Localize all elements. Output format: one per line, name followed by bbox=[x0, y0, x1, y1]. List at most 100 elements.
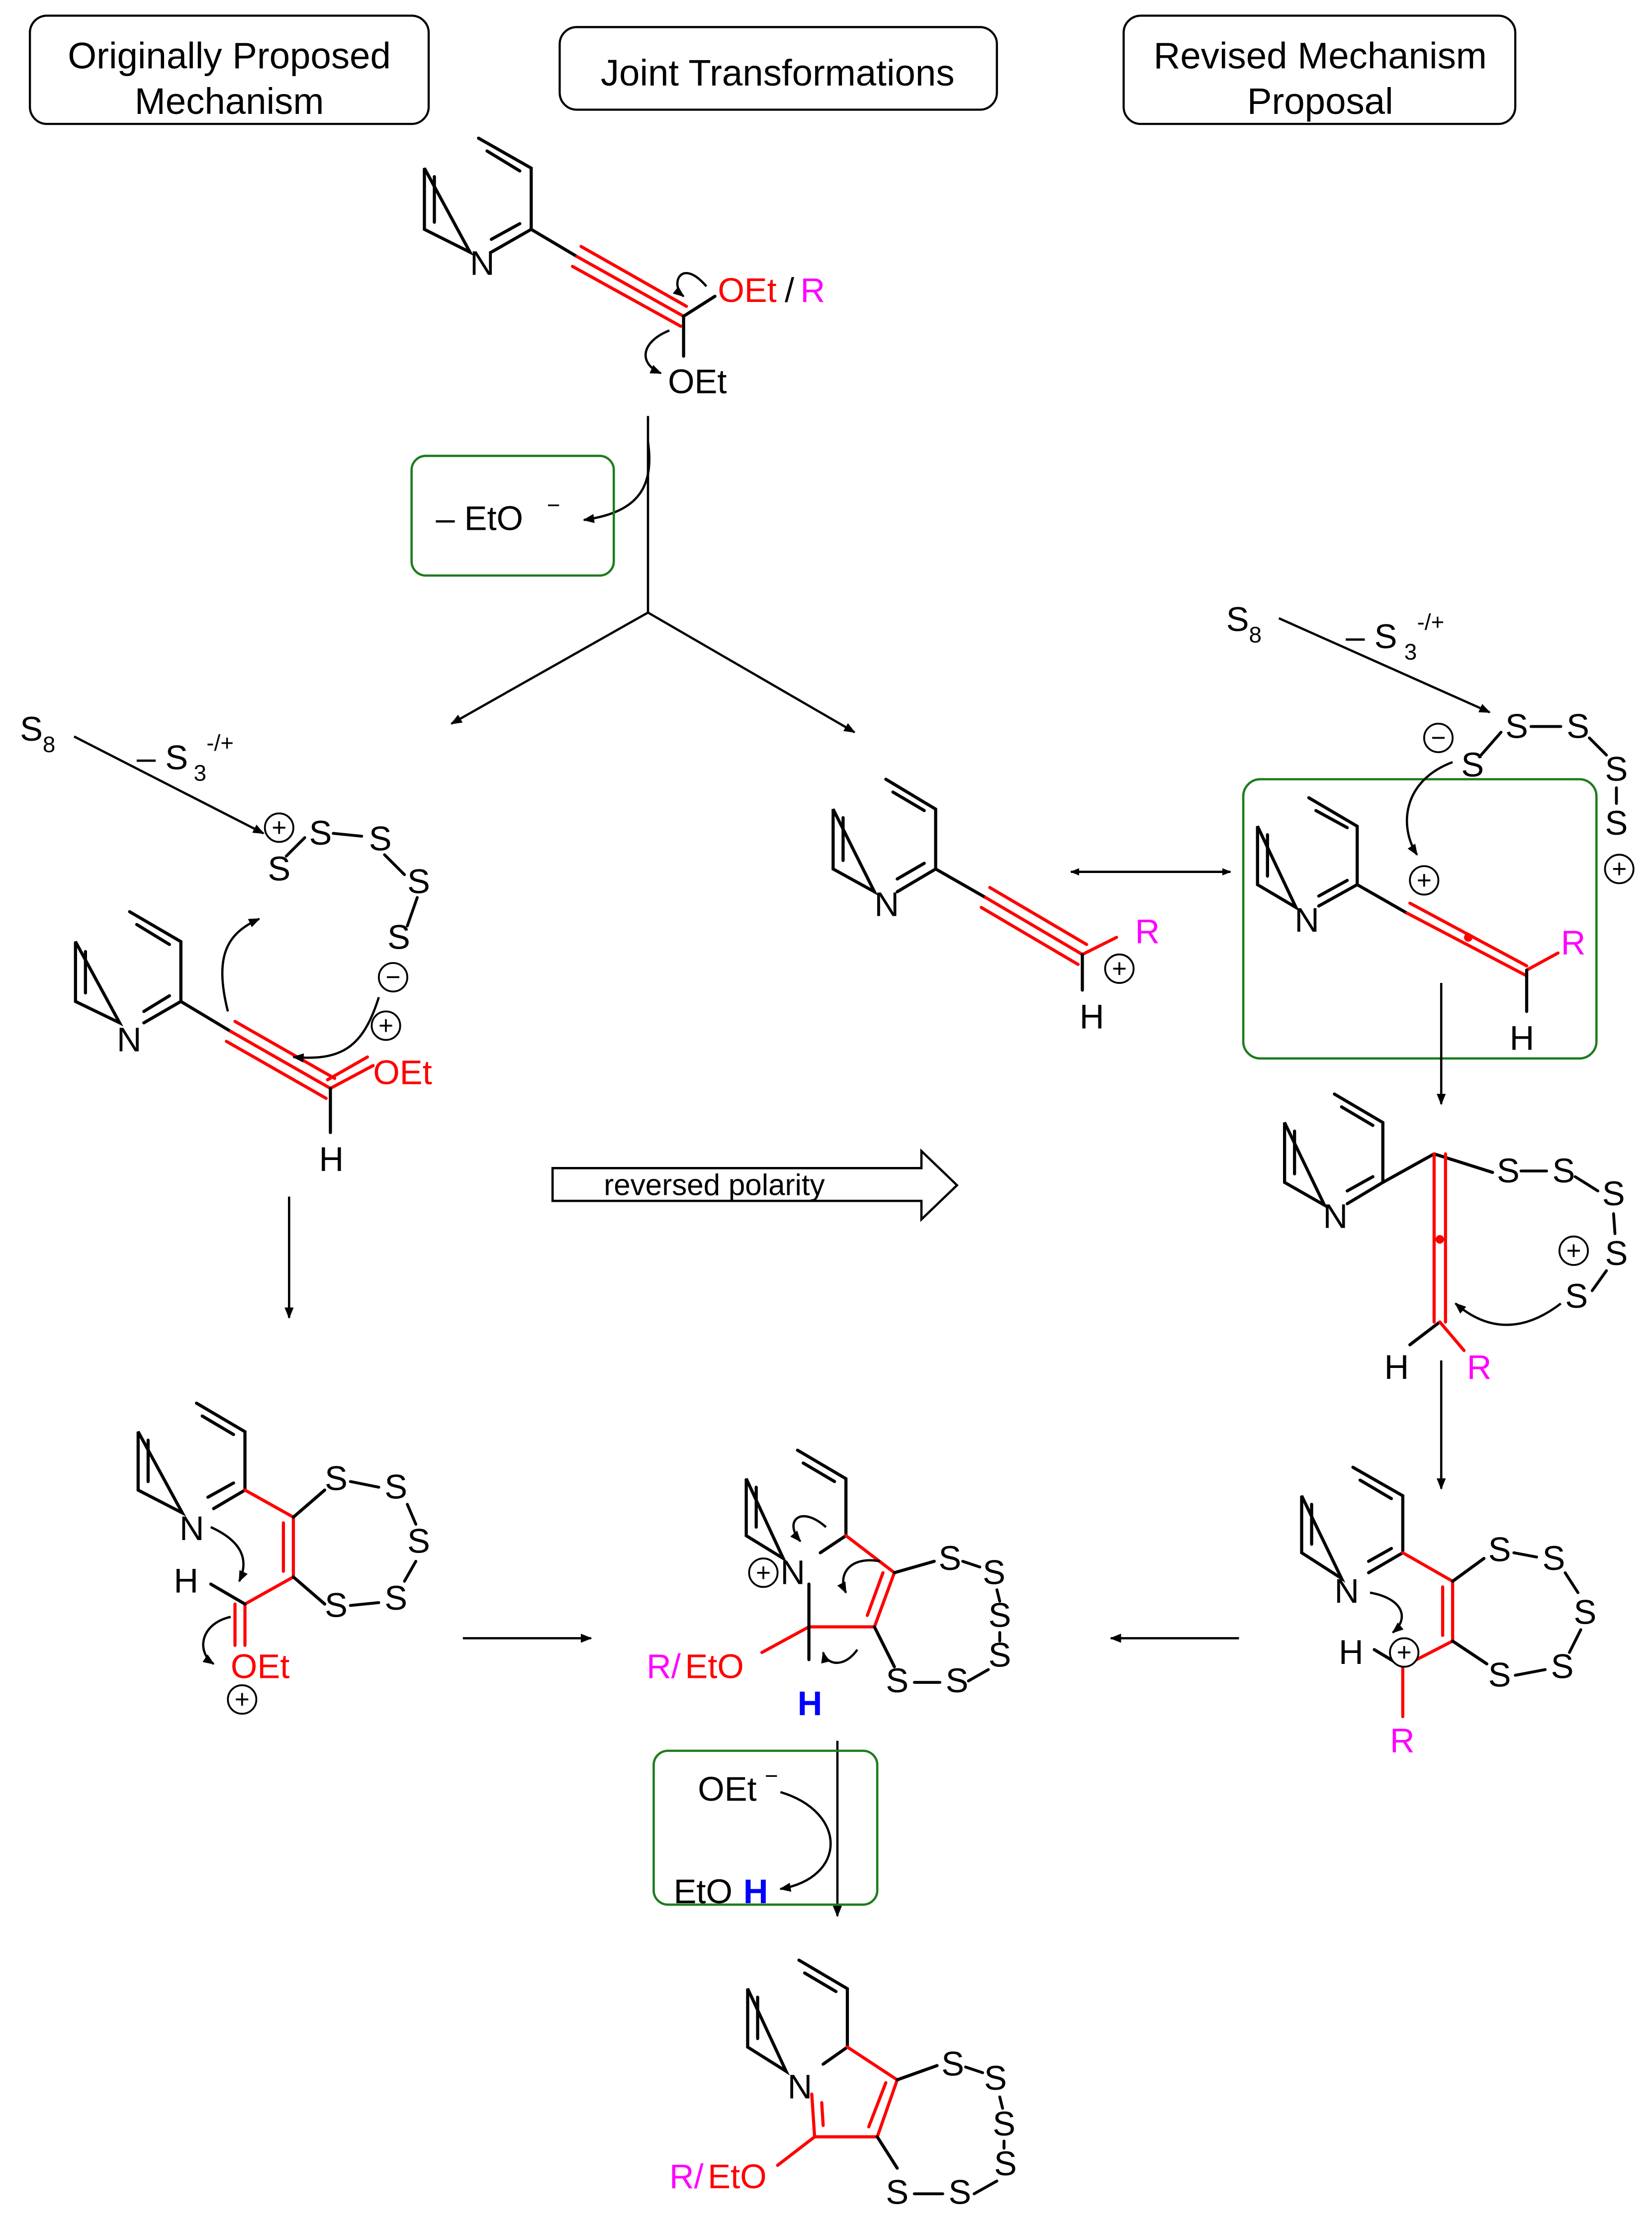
svg-text:H: H bbox=[1384, 1348, 1409, 1386]
r-substituent: R bbox=[800, 271, 825, 309]
svg-text:N: N bbox=[874, 885, 899, 923]
svg-text:S: S bbox=[983, 1553, 1006, 1592]
transferred-proton: H bbox=[798, 1684, 823, 1723]
svg-text:– S: – S bbox=[137, 738, 188, 776]
svg-text:R: R bbox=[1561, 924, 1586, 962]
svg-text:– EtO: – EtO bbox=[436, 499, 523, 537]
svg-text:S: S bbox=[1605, 750, 1628, 788]
svg-text:+: + bbox=[1566, 1236, 1581, 1265]
svg-text:3: 3 bbox=[1404, 639, 1417, 665]
svg-text:/: / bbox=[785, 271, 795, 309]
svg-text:H: H bbox=[319, 1140, 344, 1178]
reversed-polarity-arrow: reversed polarity bbox=[551, 1148, 959, 1222]
svg-text:S: S bbox=[325, 1586, 348, 1624]
svg-text:S: S bbox=[993, 2105, 1015, 2143]
svg-text:+: + bbox=[235, 1685, 250, 1714]
svg-text:S: S bbox=[387, 918, 410, 956]
green-box-deprotonation: OEt − EtO H bbox=[652, 1749, 879, 1911]
minus-charge-icon: − bbox=[377, 962, 408, 993]
transferred-proton: H bbox=[743, 1872, 768, 1911]
plus-charge-icon: + bbox=[1604, 854, 1635, 884]
green-box-eto-loss: – EtO − bbox=[410, 455, 615, 577]
svg-text:EtO: EtO bbox=[674, 1872, 733, 1911]
svg-text:S: S bbox=[1488, 1531, 1511, 1569]
left-s8-label: S 8 – S 3 -/+ bbox=[20, 710, 265, 835]
svg-text:S: S bbox=[946, 1661, 969, 1700]
svg-text:EtO: EtO bbox=[685, 1647, 743, 1686]
svg-text:S: S bbox=[1565, 1277, 1588, 1315]
nitrogen-label: N bbox=[470, 244, 495, 283]
svg-text:OEt: OEt bbox=[231, 1647, 289, 1686]
oet-group: OEt bbox=[668, 362, 727, 400]
svg-text:S: S bbox=[994, 2144, 1017, 2183]
svg-text:EtO: EtO bbox=[708, 2157, 766, 2196]
svg-text:S: S bbox=[1605, 1234, 1628, 1272]
svg-text:S: S bbox=[886, 2173, 909, 2211]
svg-text:H: H bbox=[174, 1562, 198, 1600]
svg-text:N: N bbox=[117, 1020, 142, 1059]
svg-text:−: − bbox=[385, 963, 400, 991]
oet-leaving-group: OEt bbox=[718, 271, 776, 309]
svg-text:S: S bbox=[20, 710, 43, 748]
svg-text:S: S bbox=[369, 820, 392, 858]
svg-text:S: S bbox=[1461, 746, 1484, 784]
svg-text:N: N bbox=[780, 1553, 805, 1592]
center-indolizinium-intermediate: N + R/ EtO H S S S S S S bbox=[646, 1449, 1011, 1723]
svg-text:R/: R/ bbox=[646, 1647, 681, 1686]
left-oxocarbenium-intermediate: N OEt H + bbox=[74, 910, 432, 1178]
svg-text:S: S bbox=[1573, 1593, 1596, 1632]
svg-text:S: S bbox=[941, 2045, 964, 2083]
header-revised-mechanism: Revised Mechanism Proposal bbox=[1122, 14, 1517, 125]
svg-text:-/+: -/+ bbox=[206, 730, 234, 756]
svg-text:Joint Transformations: Joint Transformations bbox=[601, 52, 955, 94]
svg-text:+: + bbox=[378, 1011, 393, 1040]
svg-text:+: + bbox=[1112, 954, 1127, 983]
svg-text:+: + bbox=[756, 1558, 771, 1587]
svg-text:8: 8 bbox=[43, 732, 55, 757]
svg-text:N: N bbox=[788, 2067, 813, 2106]
svg-text:+: + bbox=[1397, 1638, 1412, 1666]
svg-text:S: S bbox=[1605, 804, 1628, 842]
svg-text:S: S bbox=[1497, 1152, 1520, 1190]
green-box-allenyl-cation: N R H + bbox=[1242, 761, 1598, 1060]
svg-text:OEt: OEt bbox=[373, 1053, 432, 1091]
svg-text:N: N bbox=[180, 1509, 204, 1548]
svg-text:R: R bbox=[1467, 1348, 1492, 1386]
substrate-alkynyl-acetal: N OEt / R OEt bbox=[423, 136, 825, 400]
svg-text:−: − bbox=[1431, 723, 1446, 752]
svg-text:S: S bbox=[1226, 600, 1249, 639]
svg-text:R/: R/ bbox=[669, 2157, 704, 2196]
svg-text:S: S bbox=[1566, 707, 1589, 745]
svg-text:S: S bbox=[1602, 1174, 1625, 1213]
left-polysulfide-chain: S S S S S + − bbox=[264, 812, 430, 993]
svg-text:S: S bbox=[384, 1579, 407, 1617]
final-product-indolizine: N R/ EtO S S S S S S bbox=[669, 1958, 1017, 2211]
svg-text:reversed polarity: reversed polarity bbox=[604, 1168, 825, 1202]
svg-text:S: S bbox=[309, 814, 332, 852]
plus-charge-icon: + bbox=[1558, 1235, 1589, 1266]
svg-text:Revised Mechanism: Revised Mechanism bbox=[1154, 35, 1487, 76]
svg-text:Originally Proposed: Originally Proposed bbox=[68, 35, 391, 76]
svg-text:3: 3 bbox=[193, 760, 206, 785]
pyridine-ring: N bbox=[423, 136, 533, 283]
svg-text:N: N bbox=[1323, 1197, 1348, 1236]
plus-charge-icon: + bbox=[264, 812, 294, 843]
svg-text:S: S bbox=[325, 1459, 348, 1498]
plus-charge-icon: + bbox=[1389, 1637, 1420, 1668]
svg-text:H: H bbox=[1080, 998, 1104, 1036]
plus-charge-icon: + bbox=[370, 1010, 401, 1041]
svg-text:−: − bbox=[765, 1763, 778, 1788]
svg-text:S: S bbox=[1488, 1656, 1511, 1694]
svg-text:S: S bbox=[1542, 1539, 1565, 1577]
svg-text:S: S bbox=[886, 1661, 909, 1700]
svg-text:H: H bbox=[1510, 1019, 1535, 1058]
right-s8-label: S 8 – S 3 -/+ bbox=[1226, 600, 1491, 714]
plus-charge-icon: + bbox=[1104, 953, 1135, 984]
center-propargyl-cation: N R H + bbox=[831, 777, 1160, 1036]
svg-text:H: H bbox=[1339, 1633, 1364, 1671]
svg-text:Mechanism: Mechanism bbox=[135, 81, 324, 122]
svg-text:S: S bbox=[938, 1539, 961, 1577]
header-original-mechanism: Originally Proposed Mechanism bbox=[28, 14, 430, 125]
right-polysulfide-chain: S S S S S − + bbox=[1423, 707, 1635, 884]
